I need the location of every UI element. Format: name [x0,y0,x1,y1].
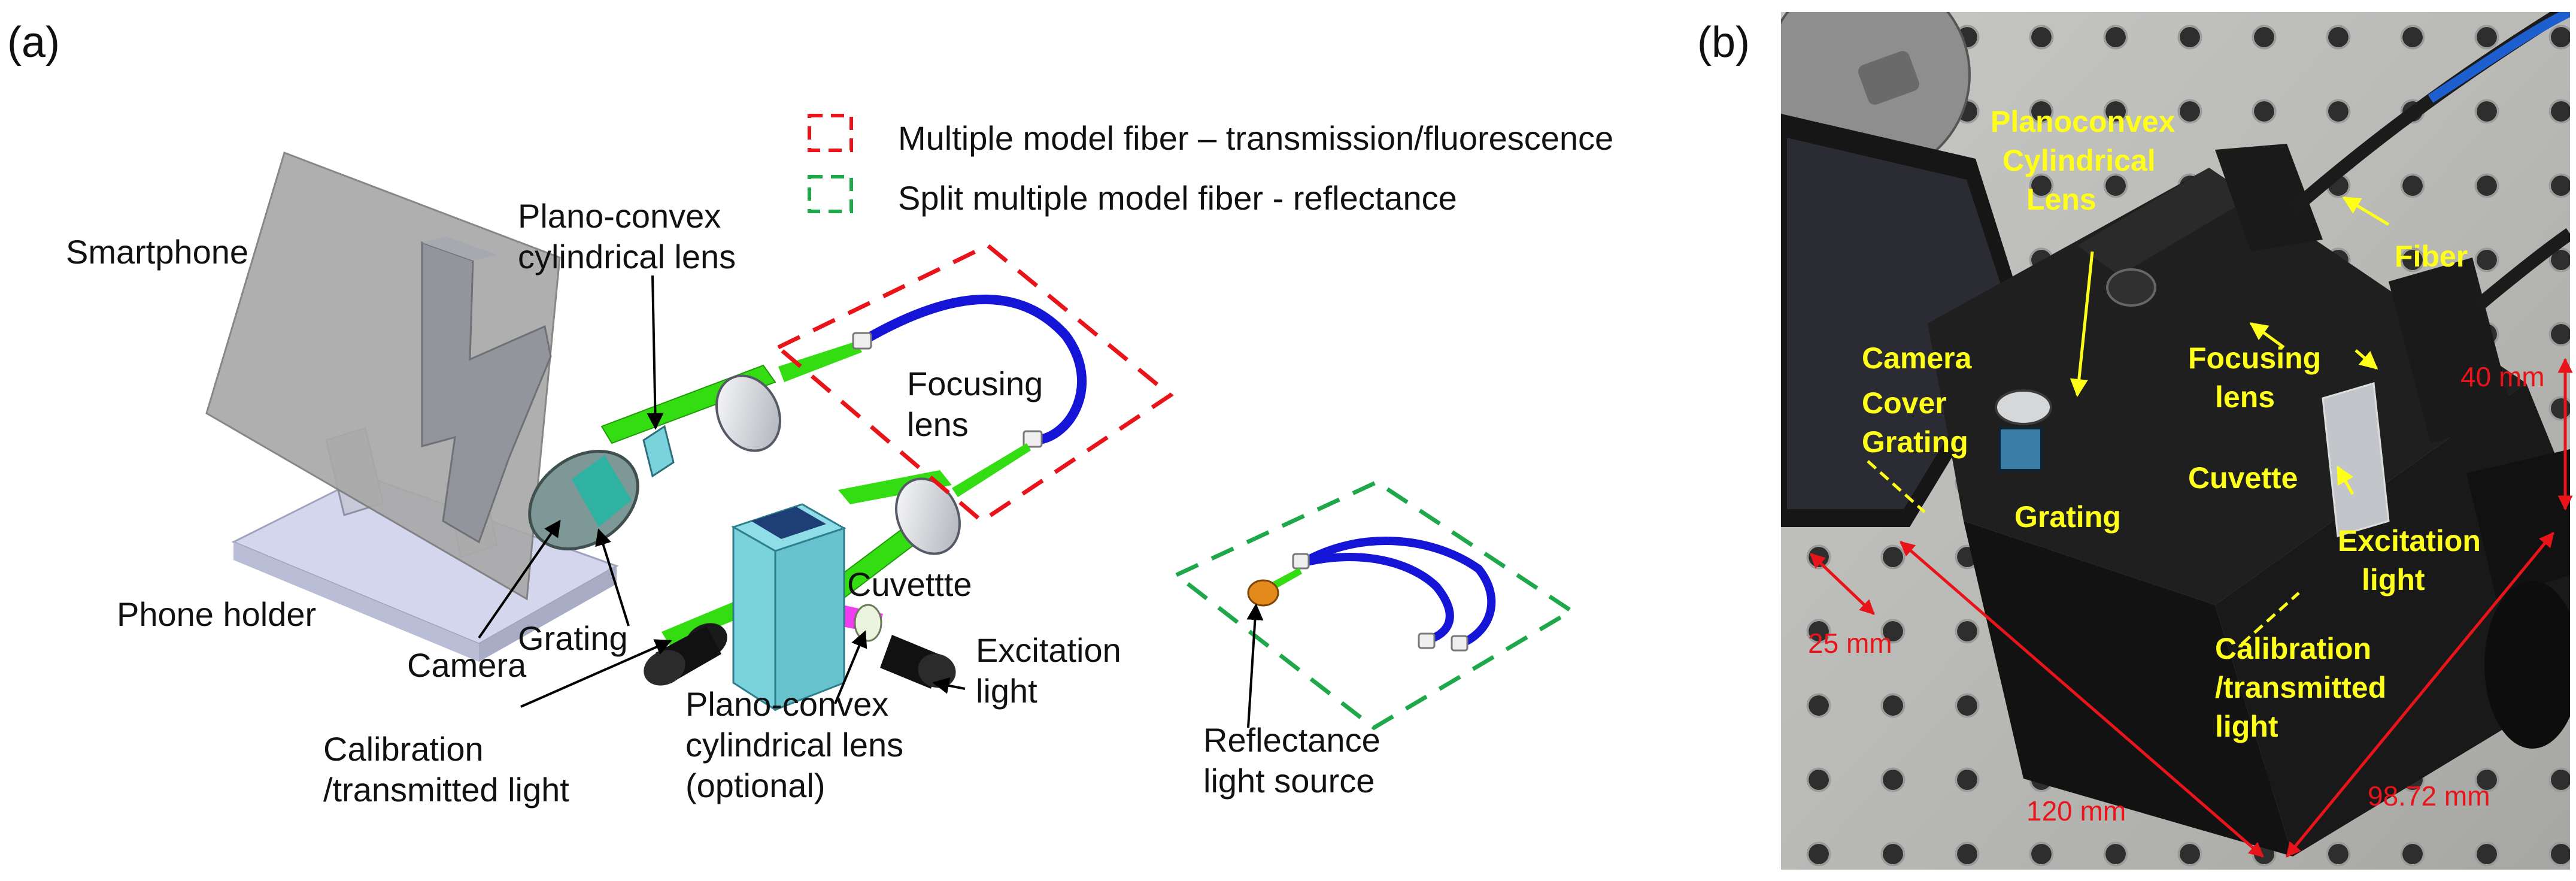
photo-label-planoconvex-3: Lens [2026,183,2096,216]
photo-arrows [1867,196,2390,645]
label-calibration-2: /transmitted light [323,771,569,809]
panel-b: (b) [1697,12,2573,870]
label-planoconvex-bot-2: cylindrical lens [685,726,903,764]
photo-label-calibration-2: /transmitted [2215,671,2386,704]
smartphone [205,152,561,601]
fiber-transmission [774,243,1174,524]
label-excitation-1: Excitation [976,631,1121,669]
dimension-98mm: 98.72 mm [2368,780,2490,812]
label-reflectance-1: Reflectance [1203,721,1380,759]
photo-label-cover-2: Grating [1862,425,1968,459]
label-calibration-1: Calibration [323,730,484,768]
label-planoconvex-top-1: Plano-convex [518,197,721,235]
label-planoconvex-top-2: cylindrical lens [518,238,736,275]
label-focusing-2: lens [907,405,969,443]
label-phone-holder: Phone holder [117,595,316,633]
legend-red-swatch [808,114,853,152]
photo-label-grating: Grating [2014,500,2121,534]
legend-green-swatch [808,175,853,213]
legend: Multiple model fiber – transmission/fluo… [808,114,1613,217]
fiber-reflectance [1172,480,1576,731]
photo-label-focusing-1: Focusing [2188,341,2321,375]
photo-label-excitation-1: Excitation [2338,524,2481,558]
lens-top [715,374,781,452]
lens-bottom [895,477,961,555]
label-focusing-1: Focusing [907,365,1043,402]
photo-label-cuvette: Cuvette [2188,461,2298,495]
photo-label-camera: Camera [1862,341,1973,375]
panel-a: (a) Multiple model fiber – transmission/… [7,19,1613,809]
legend-red-label: Multiple model fiber – transmission/fluo… [898,119,1613,157]
calibration-light-source [644,623,727,686]
cuvette [731,503,846,712]
leader-lines [478,275,1264,728]
photo-label-planoconvex-2: Cylindrical [2002,144,2156,177]
label-planoconvex-bot-1: Plano-convex [685,685,888,723]
label-camera: Camera [407,646,527,684]
photo-label-calibration-3: light [2215,710,2278,743]
lens-optional [854,604,882,642]
label-grating: Grating [518,619,628,657]
photo-label-cover-1: Cover [1862,386,1947,420]
photo-label-excitation-2: light [2362,563,2425,597]
panel-b-tag: (b) [1697,19,1750,66]
dimension-25mm: 25 mm [1808,628,1892,659]
dimension-120mm: 120 mm [2026,795,2126,826]
photo-label-focusing-2: lens [2215,380,2275,414]
photo-label-calibration-1: Calibration [2215,632,2371,665]
label-planoconvex-bot-3: (optional) [685,767,825,804]
dimension-lines [1810,358,2573,858]
panel-a-tag: (a) [7,19,60,66]
photo-label-planoconvex-1: Planoconvex [1991,105,2176,138]
label-reflectance-2: light source [1203,762,1375,800]
dimension-40mm: 40 mm [2460,361,2545,392]
label-cuvette: Cuvettte [847,565,972,603]
label-excitation-2: light [976,672,1037,710]
legend-green-label: Split multiple model fiber - reflectance [898,179,1457,217]
label-smartphone: Smartphone [66,233,248,271]
photo-label-fiber: Fiber [2395,240,2468,273]
